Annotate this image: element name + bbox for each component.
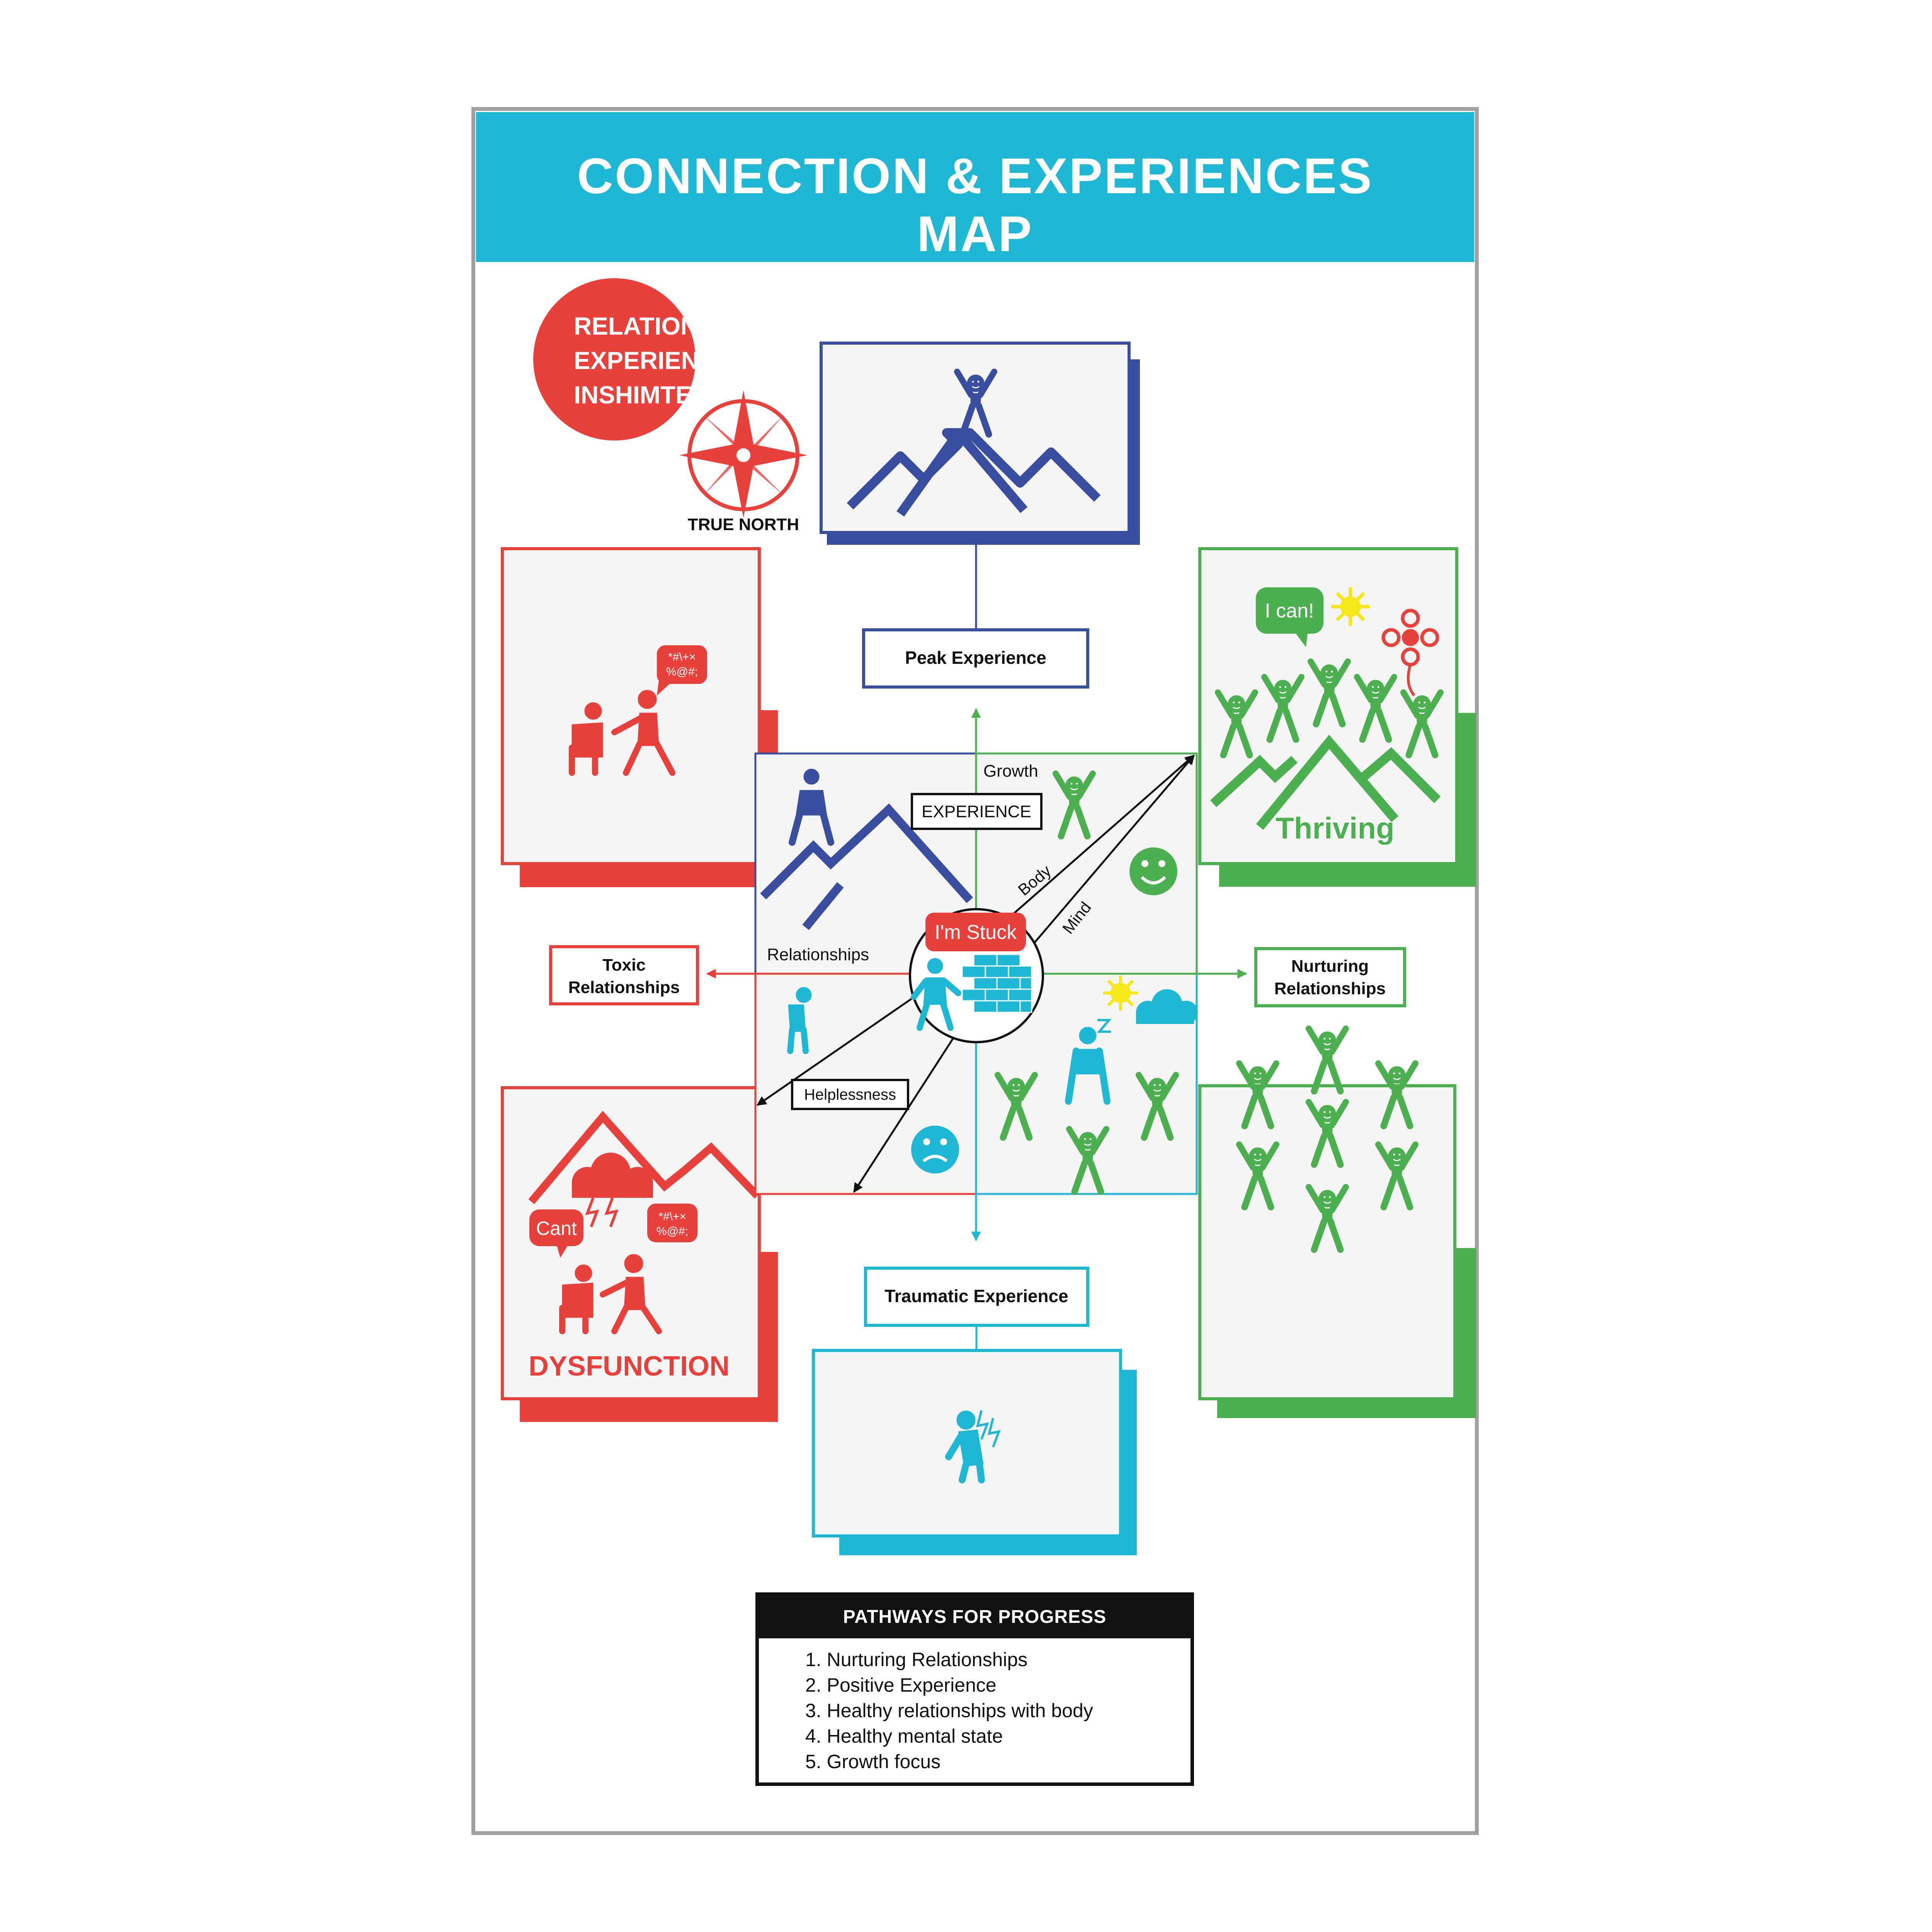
peak-box xyxy=(820,342,1140,545)
speech-bubble-icon: *#\+× %@#; xyxy=(657,645,707,696)
sad-face-icon xyxy=(911,1126,959,1173)
bent-person-icon xyxy=(787,987,812,1054)
flower-icon xyxy=(1381,609,1439,697)
legend-title: PATHWAYS FOR PROGRESS xyxy=(759,1596,1190,1638)
mountain-icon xyxy=(1210,735,1441,830)
arguing-people-icon xyxy=(569,690,675,776)
legend-item: 5. Growth focus xyxy=(805,1751,941,1772)
compass-label: TRUE NORTH xyxy=(688,515,799,534)
curse-text-2: %@#; xyxy=(666,665,698,678)
peak-experience-label: Peak Experience xyxy=(905,648,1046,668)
mountain-icon xyxy=(847,428,1101,517)
cloud-icon xyxy=(1136,989,1198,1024)
toxic-relationships-label-box xyxy=(549,945,699,1005)
badge-line-1: RELATIONAL xyxy=(574,312,731,340)
traumatic-experience-label: Traumatic Experience xyxy=(884,1286,1068,1306)
title-line-1: CONNECTION & EXPERIENCES xyxy=(577,148,1373,204)
legend-item: 1. Nurturing Relationships xyxy=(805,1649,1028,1670)
distressed-person-icon xyxy=(1065,1019,1112,1105)
experience-label: EXPERIENCE xyxy=(922,802,1031,821)
arguing-people-icon xyxy=(559,1254,662,1334)
mountain-icon xyxy=(760,803,973,930)
title-header: CONNECTION & EXPERIENCES MAP xyxy=(476,112,1474,262)
dysfunction-box: Cant *#\+× %@#; DYSFUNCTION xyxy=(501,1086,778,1422)
thriving-box: I can! Thriving xyxy=(1198,547,1476,887)
cant-label: Cant xyxy=(536,1218,577,1239)
curse-text-1: *#\+× xyxy=(668,651,696,663)
growth-label: Growth xyxy=(983,762,1038,781)
curse-text-4: %@#; xyxy=(656,1225,688,1238)
compass-icon xyxy=(679,390,808,518)
nurturing-relationships-label-box xyxy=(1254,947,1406,1007)
sun-icon xyxy=(1103,976,1138,1010)
badge-line-2: EXPERIENTIAL xyxy=(574,347,754,374)
pathways-legend: PATHWAYS FOR PROGRESS 1. Nurturing Relat… xyxy=(755,1592,1194,1786)
peak-experience-box xyxy=(862,628,1089,689)
helplessness-label: Helplessness xyxy=(804,1086,896,1103)
helplessness-label-box xyxy=(791,1079,909,1110)
experience-label-box xyxy=(911,793,1043,830)
toxic-label-2: Relationships xyxy=(568,978,680,997)
legend-list: 1. Nurturing Relationships 2. Positive E… xyxy=(805,1647,1190,1774)
nurturing-label-2: Relationships xyxy=(1274,979,1386,998)
stuck-person-icon xyxy=(789,769,834,846)
smiley-icon xyxy=(1129,847,1177,895)
speech-bubble-icon: Cant *#\+× %@#; xyxy=(529,1204,697,1258)
thriving-label: Thriving xyxy=(1276,811,1395,845)
i-can-label: I can! xyxy=(1265,600,1314,622)
cloud-icon xyxy=(572,1153,653,1198)
lightning-icon xyxy=(585,1197,619,1228)
nurturing-crowd-box xyxy=(1198,1029,1476,1418)
relational-badge: RELATIONAL EXPERIENTIAL INSHIMTE xyxy=(533,278,754,440)
trauma-box xyxy=(812,1349,1137,1555)
dysfunction-label: DYSFUNCTION xyxy=(529,1351,730,1382)
nurturing-label-1: Nurturing xyxy=(1291,957,1369,976)
relationships-label: Relationships xyxy=(767,945,869,964)
badge-line-3: INSHIMTE xyxy=(574,381,692,409)
traumatic-experience-box xyxy=(864,1267,1089,1327)
brick-wall-icon xyxy=(961,954,1032,1013)
curse-text-3: *#\+× xyxy=(658,1210,686,1223)
legend-item: 4. Healthy mental state xyxy=(805,1725,1003,1747)
speech-bubble-icon: I can! xyxy=(1256,587,1323,647)
legend-item: 2. Positive Experience xyxy=(805,1674,997,1696)
sun-icon xyxy=(1331,587,1370,626)
mountain-icon xyxy=(528,1111,760,1204)
legend-item: 3. Healthy relationships with body xyxy=(805,1700,1093,1721)
stuck-center: I'm Stuck xyxy=(909,908,1044,1043)
toxic-relationships-box: *#\+× %@#; xyxy=(501,547,778,887)
title-line-2: MAP xyxy=(917,206,1033,262)
toxic-label-1: Toxic xyxy=(602,956,646,975)
im-stuck-label: I'm Stuck xyxy=(935,921,1017,944)
hurting-person-icon xyxy=(945,1410,1001,1483)
